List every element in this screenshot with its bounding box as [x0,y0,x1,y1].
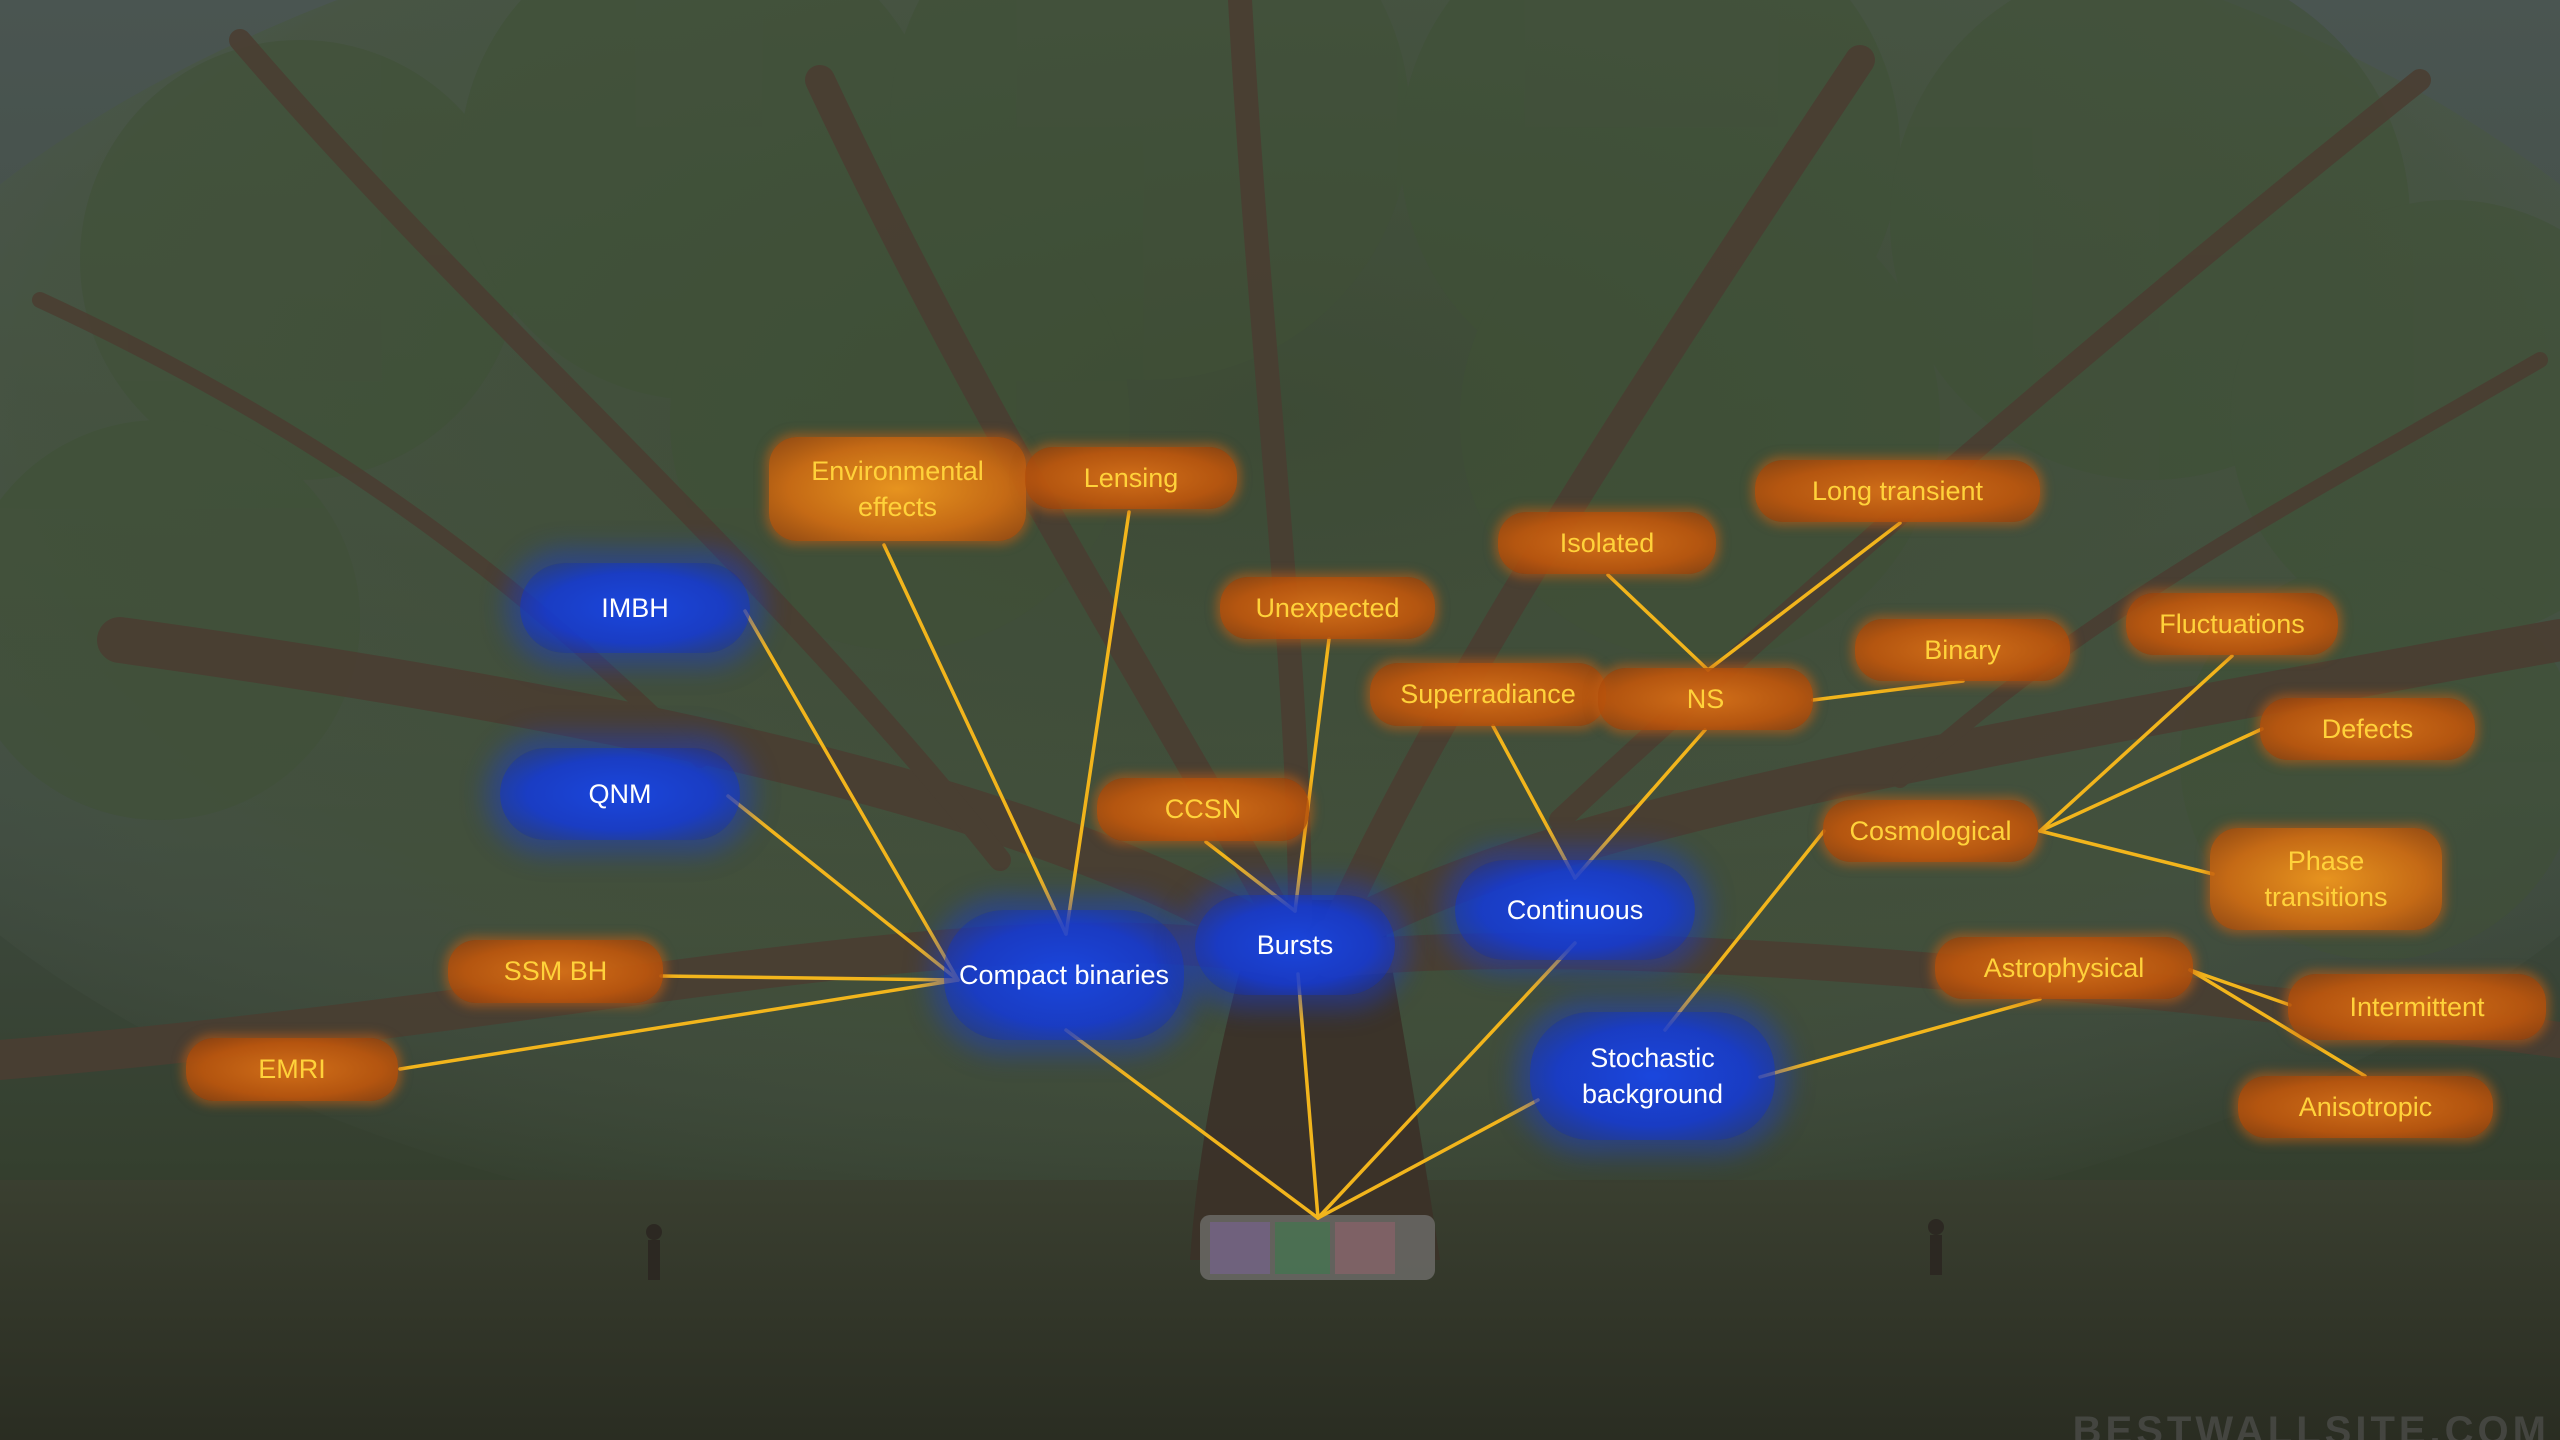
connector-imbh-to-compact-binaries [743,609,960,982]
connector-anisotropic-to-astrophysical [2188,968,2367,1078]
node-anisotropic: Anisotropic [2238,1076,2493,1138]
connector-fluctuations-to-cosmological [2038,654,2234,833]
connector-cosmological-to-stochastic-background [1663,829,1826,1032]
node-defects: Defects [2260,698,2475,760]
connector-bursts-to-trunk [1296,972,1320,1220]
connector-defects-to-cosmological [2038,727,2264,833]
connector-astrophysical-to-stochastic-background [1758,997,2042,1079]
node-astrophysical: Astrophysical [1935,937,2193,999]
node-intermittent: Intermittent [2288,974,2546,1040]
node-stochastic-background: Stochastic background [1530,1012,1775,1140]
connector-isolated-to-ns [1606,573,1710,672]
node-isolated: Isolated [1498,512,1716,574]
node-cosmological: Cosmological [1823,800,2038,862]
node-fluctuations: Fluctuations [2126,593,2338,655]
node-emri: EMRI [186,1038,398,1101]
node-bursts: Bursts [1195,895,1395,995]
connector-continuous-to-trunk [1316,941,1577,1220]
connector-ns-to-continuous [1573,728,1707,880]
node-ccsn: CCSN [1097,778,1309,841]
node-ns: NS [1598,668,1813,730]
connector-long-transient-to-ns [1706,521,1902,672]
node-unexpected: Unexpected [1220,577,1435,639]
connector-superradiance-to-continuous [1491,724,1577,880]
connector-binary-to-ns [1811,679,1965,702]
node-qnm: QNM [500,748,740,840]
node-phase-transitions: Phase transitions [2210,828,2442,930]
connector-compact-binaries-to-trunk [1064,1028,1320,1220]
node-superradiance: Superradiance [1370,663,1606,726]
watermark: BESTWALLSITE.COM [2072,1409,2550,1440]
connector-emri-to-compact-binaries [398,978,960,1071]
connector-environmental-effects-to-compact-binaries [882,543,1068,936]
connector-lensing-to-compact-binaries [1064,510,1131,936]
node-environmental-effects: Environmental effects [769,437,1026,541]
node-binary: Binary [1855,619,2070,681]
connector-phase-transitions-to-cosmological [2038,829,2215,876]
connector-ssm-bh-to-compact-binaries [659,974,960,982]
node-compact-binaries: Compact binaries [944,910,1184,1040]
node-lensing: Lensing [1025,447,1237,509]
node-imbh: IMBH [520,563,750,653]
node-long-transient: Long transient [1755,460,2040,522]
connector-intermittent-to-astrophysical [2188,968,2292,1007]
connector-qnm-to-compact-binaries [726,794,960,982]
connector-unexpected-to-bursts [1293,637,1331,913]
node-ssm-bh: SSM BH [448,940,663,1003]
node-continuous: Continuous [1455,860,1695,960]
connector-stochastic-background-to-trunk [1316,1098,1540,1220]
